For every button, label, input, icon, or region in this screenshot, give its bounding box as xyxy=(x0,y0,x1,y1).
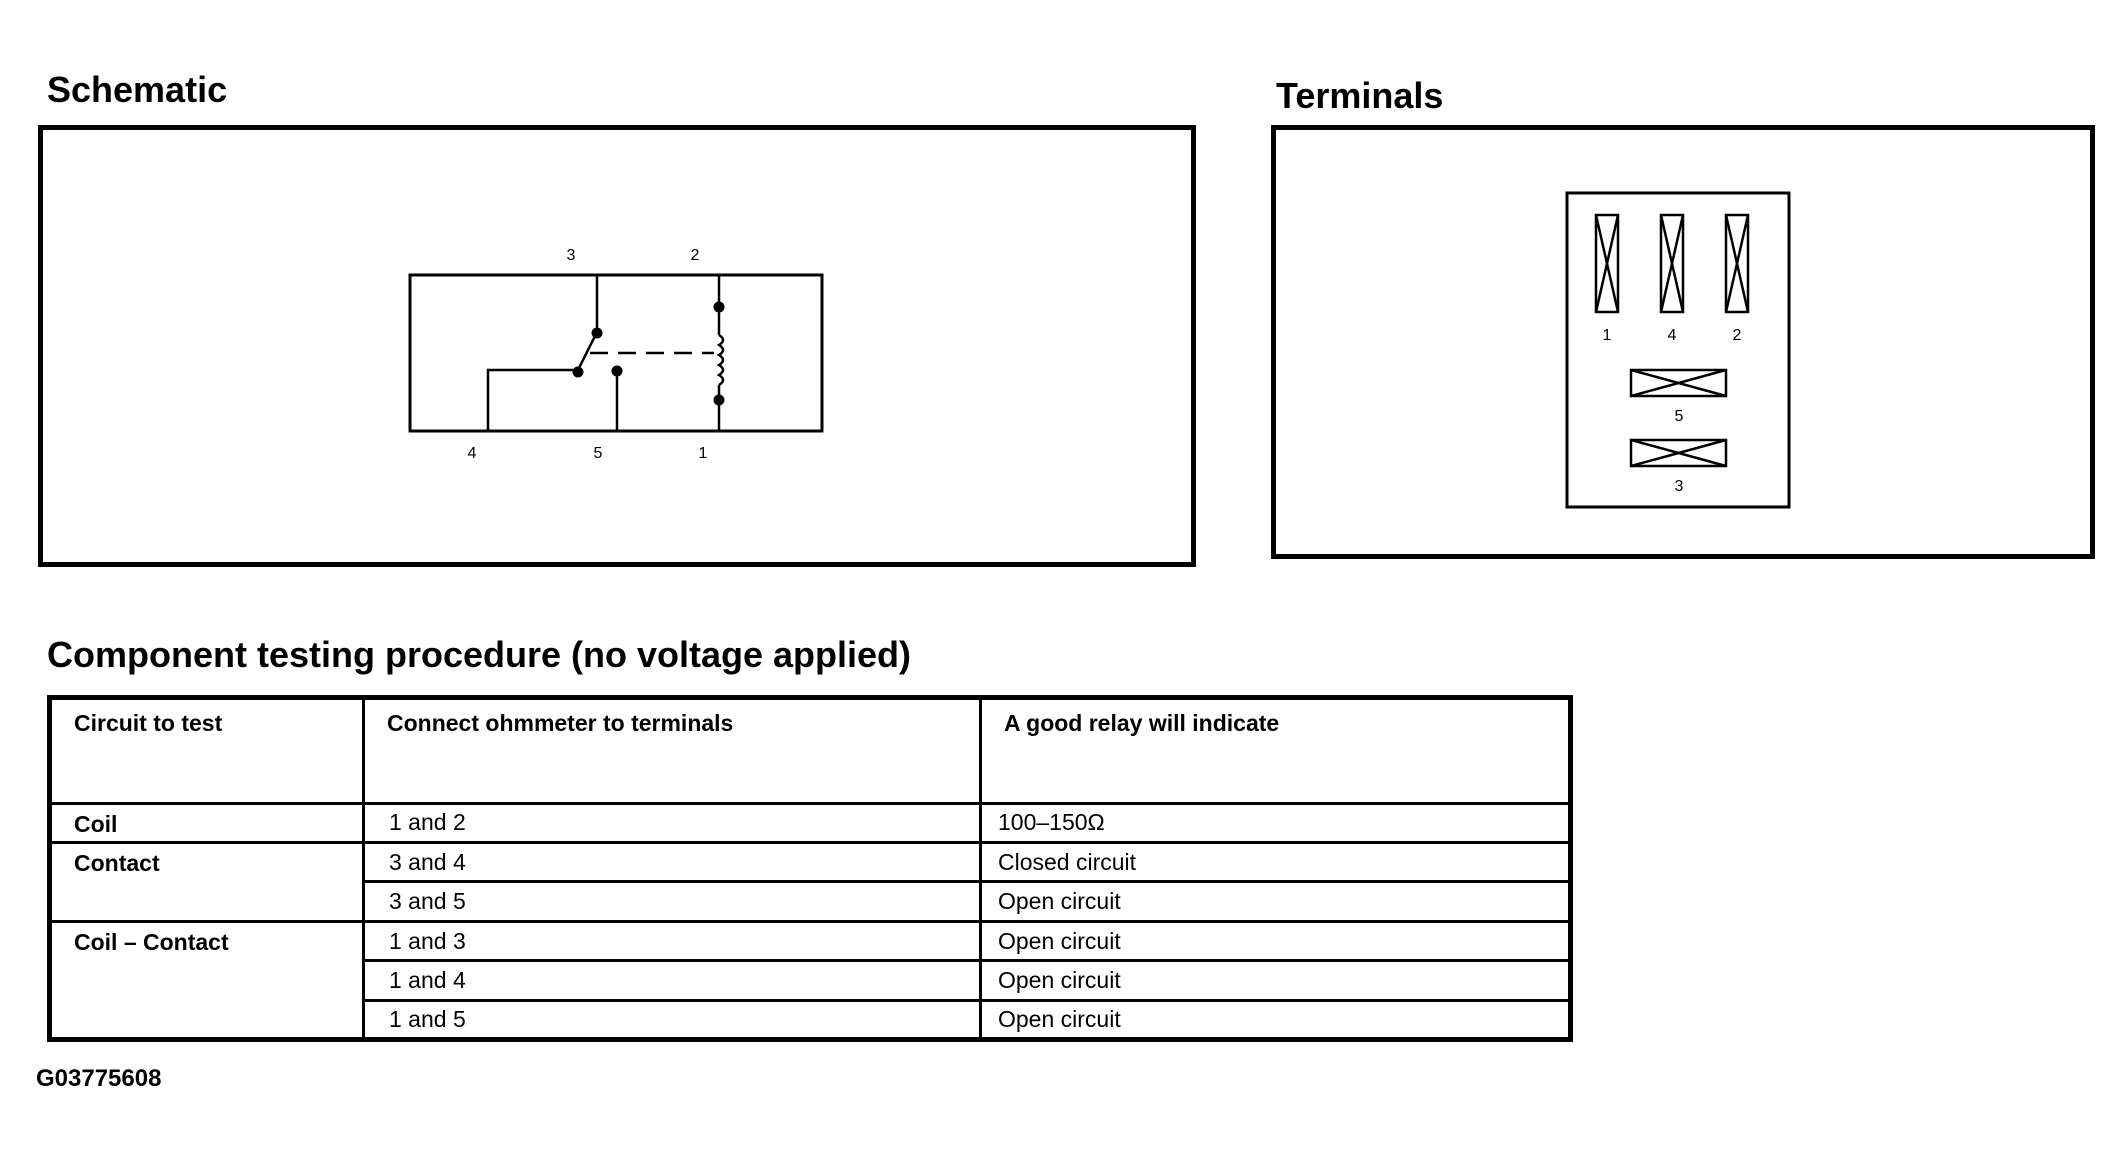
terminals-cell: 1 and 3 xyxy=(362,919,982,963)
terminals-panel: 1 4 2 5 3 xyxy=(1271,125,2095,559)
terminals-cell: 3 and 4 xyxy=(362,841,982,884)
terminal-label-5: 5 xyxy=(1675,408,1684,425)
contact-dot-nc xyxy=(591,327,603,339)
contact-dot-common xyxy=(572,366,584,378)
table-row: 1 and 5 Open circuit xyxy=(50,998,1572,1042)
terminal-label-3: 3 xyxy=(1675,478,1684,495)
terminals-cell: 1 and 5 xyxy=(362,998,982,1042)
circuit-cell: Coil xyxy=(48,801,365,845)
terminal-label-4: 4 xyxy=(1668,327,1677,344)
pin-label-5: 5 xyxy=(594,445,603,462)
terminal-label-1: 1 xyxy=(1603,327,1612,344)
coil-dot-top xyxy=(713,301,725,313)
terminal-3-pin xyxy=(1629,438,1728,468)
relay-schematic: 3 2 4 5 1 xyxy=(408,247,824,462)
result-cell: Open circuit xyxy=(979,959,1572,1002)
terminal-5-pin xyxy=(1629,368,1728,398)
circuit-cell: Coil – Contact xyxy=(48,919,365,1042)
table-row: Coil 1 and 2 100–150Ω xyxy=(48,801,1572,845)
result-cell: Open circuit xyxy=(979,880,1572,923)
pin-label-4: 4 xyxy=(468,445,477,462)
coil-dot-bottom xyxy=(713,394,725,406)
table-row: 3 and 5 Open circuit xyxy=(50,880,1572,923)
header-circuit: Circuit to test xyxy=(48,696,365,805)
wire-pin-4 xyxy=(486,368,580,431)
terminal-housing xyxy=(1565,191,1791,509)
header-terminals: Connect ohmmeter to terminals xyxy=(362,696,982,805)
pin-label-1: 1 xyxy=(699,445,708,462)
header-result: A good relay will indicate xyxy=(979,696,1572,805)
coil-winding xyxy=(716,333,725,387)
figure-id: G03775608 xyxy=(36,1065,162,1092)
table-row: Contact 3 and 4 Closed circuit xyxy=(48,841,1572,923)
terminals-cell: 3 and 5 xyxy=(362,880,982,923)
terminals-diagram: 1 4 2 5 3 xyxy=(1565,191,1791,509)
terminal-4-pin xyxy=(1659,213,1685,314)
schematic-title: Schematic xyxy=(47,69,228,110)
table-header-row: Circuit to test Connect ohmmeter to term… xyxy=(48,696,1572,805)
terminals-cell: 1 and 2 xyxy=(362,801,982,845)
terminal-2-pin xyxy=(1724,213,1750,314)
table-row: 1 and 4 Open circuit xyxy=(50,959,1572,1002)
result-cell: Closed circuit xyxy=(979,841,1572,884)
result-cell: Open circuit xyxy=(979,919,1572,963)
pin-label-2: 2 xyxy=(691,247,700,264)
circuit-cell: Contact xyxy=(48,841,365,923)
pin-label-3: 3 xyxy=(567,247,576,264)
result-cell: 100–150Ω xyxy=(979,801,1572,845)
terminal-label-2: 2 xyxy=(1733,327,1742,344)
terminal-1-pin xyxy=(1594,213,1620,314)
switch-blade xyxy=(576,331,599,371)
table-row: Coil – Contact 1 and 3 Open circuit xyxy=(48,919,1572,1042)
terminals-cell: 1 and 4 xyxy=(362,959,982,1002)
schematic-panel: 3 2 4 5 1 xyxy=(38,125,1196,567)
terminals-title: Terminals xyxy=(1276,75,1444,116)
procedure-title: Component testing procedure (no voltage … xyxy=(47,634,912,675)
testing-procedure-table: Circuit to test Connect ohmmeter to term… xyxy=(47,695,1573,1042)
contact-dot-no xyxy=(611,365,623,377)
result-cell: Open circuit xyxy=(979,998,1572,1042)
